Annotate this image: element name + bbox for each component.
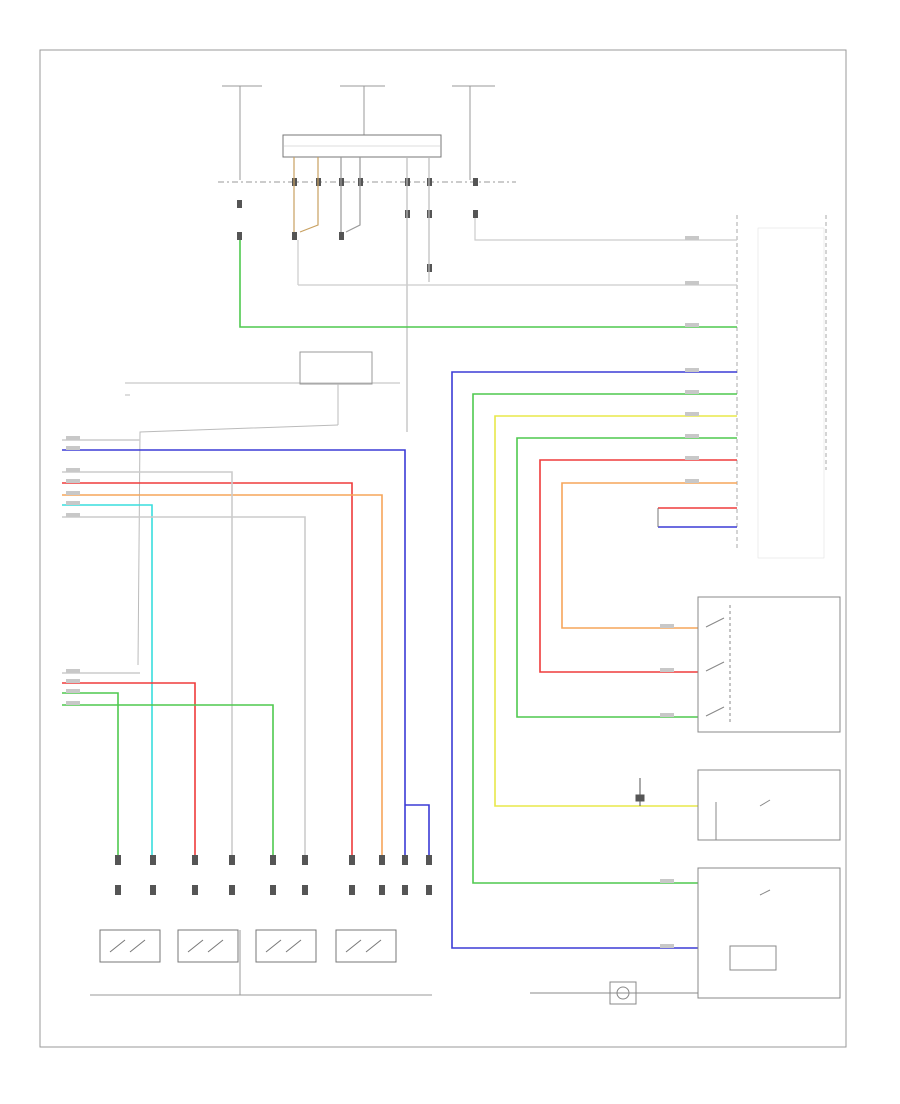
clock-spring xyxy=(530,981,698,1005)
bottom-connectors xyxy=(115,855,432,895)
ecu xyxy=(736,215,827,559)
cruise-switches xyxy=(90,929,432,996)
left-wire-bundle xyxy=(62,439,406,858)
connector-markers xyxy=(237,178,478,272)
fuse-box xyxy=(282,134,442,158)
ecu-top-wires xyxy=(297,218,737,286)
diagram-frame xyxy=(39,49,847,1048)
left-mid-bus xyxy=(125,351,400,666)
fuse-drops xyxy=(293,157,430,432)
master-switch xyxy=(697,769,841,999)
wire-blue-branch xyxy=(405,804,430,858)
wire-tags xyxy=(66,236,699,948)
sensor-symbol xyxy=(635,778,645,806)
mode-switch-assembly xyxy=(697,596,841,733)
lower-left-bundle xyxy=(62,672,274,858)
right-wire-harness xyxy=(451,371,737,949)
wire-green-top xyxy=(239,240,737,328)
top-power-buses xyxy=(222,85,495,180)
